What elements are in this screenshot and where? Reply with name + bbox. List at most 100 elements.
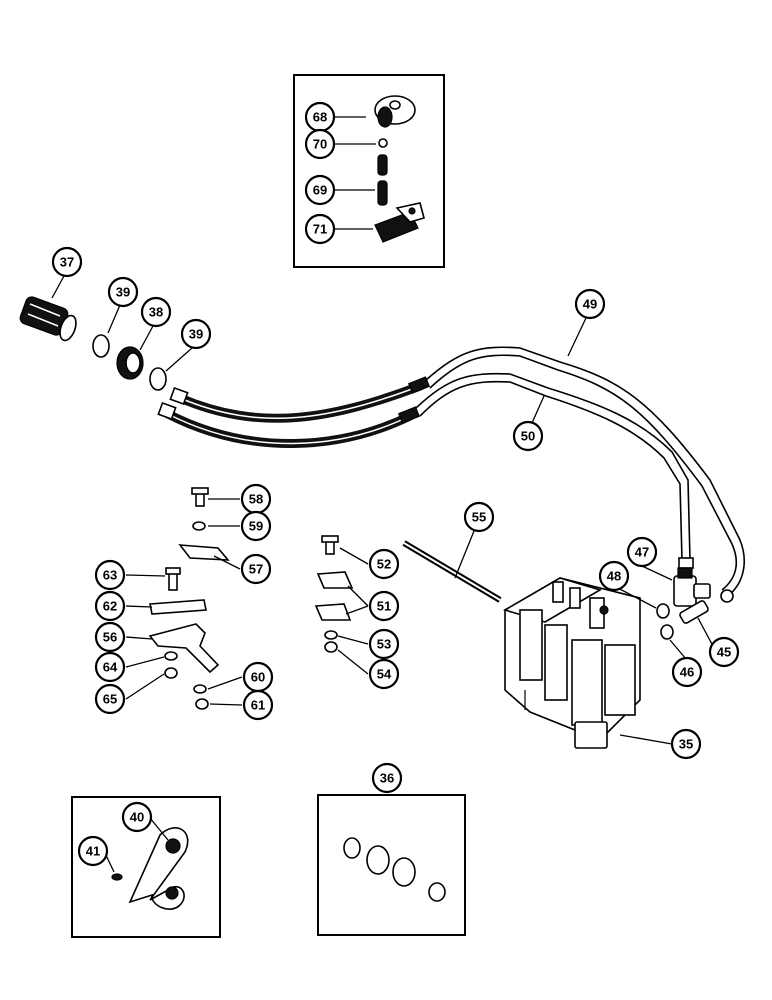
part-63-bolt [165, 567, 181, 591]
part-56-bracket [148, 623, 220, 674]
svg-text:61: 61 [251, 698, 265, 713]
callout-63: 63 [94, 559, 126, 591]
part-65-nut [164, 667, 178, 679]
callout-55: 55 [463, 501, 495, 533]
part-59-washer [192, 521, 206, 531]
callout-40: 40 [121, 801, 153, 833]
svg-text:69: 69 [313, 183, 327, 198]
inset-box-detent [293, 74, 445, 268]
callout-37: 37 [51, 246, 83, 278]
svg-text:70: 70 [313, 137, 327, 152]
part-51-clamp-upper [316, 571, 354, 589]
part-35-control-valve [503, 577, 641, 749]
part-55-rod [402, 540, 502, 603]
svg-text:54: 54 [377, 667, 392, 682]
callout-35: 35 [670, 728, 702, 760]
part-41-pin [111, 873, 123, 881]
svg-text:41: 41 [86, 844, 100, 859]
svg-text:49: 49 [583, 297, 597, 312]
callout-61: 61 [242, 689, 274, 721]
callout-52: 52 [368, 548, 400, 580]
callout-69: 69 [304, 174, 336, 206]
svg-text:48: 48 [607, 569, 621, 584]
part-46-oring [660, 624, 674, 640]
part-48-oring [656, 603, 670, 619]
callout-45: 45 [708, 636, 740, 668]
hose-pair [157, 376, 430, 448]
part-47-tee-fitting [673, 567, 711, 607]
svg-text:60: 60 [251, 670, 265, 685]
part-61-nut [195, 698, 209, 710]
svg-text:46: 46 [680, 665, 694, 680]
part-58-bolt [191, 487, 209, 507]
svg-text:45: 45 [717, 645, 731, 660]
part-70-ball [378, 138, 388, 148]
svg-text:53: 53 [377, 637, 391, 652]
part-39-ring-b [149, 367, 167, 391]
svg-text:62: 62 [103, 599, 117, 614]
callout-50: 50 [512, 420, 544, 452]
part-68-sleeve [374, 95, 416, 128]
part-36-seal-kit [343, 837, 446, 902]
inset-box-lever [71, 796, 221, 938]
callout-62: 62 [94, 590, 126, 622]
callout-39-a: 39 [107, 276, 139, 308]
tube-49 [425, 346, 746, 603]
tube-50 [415, 372, 694, 569]
callout-65: 65 [94, 683, 126, 715]
svg-text:50: 50 [521, 429, 535, 444]
callout-57: 57 [240, 553, 272, 585]
svg-text:47: 47 [635, 545, 649, 560]
leader-lines [51, 116, 715, 873]
callout-49: 49 [574, 288, 606, 320]
svg-text:36: 36 [380, 771, 394, 786]
svg-text:38: 38 [149, 305, 163, 320]
svg-text:35: 35 [679, 737, 693, 752]
part-69-spring [377, 154, 388, 206]
svg-text:40: 40 [130, 810, 144, 825]
callout-56: 56 [94, 621, 126, 653]
part-64-washer [164, 651, 178, 661]
part-71-clevis [374, 202, 425, 243]
svg-text:71: 71 [313, 222, 327, 237]
callout-38: 38 [140, 296, 172, 328]
part-39-ring-a [92, 334, 110, 358]
svg-text:56: 56 [103, 630, 117, 645]
svg-text:55: 55 [472, 510, 486, 525]
part-62-plate [149, 599, 207, 615]
callout-60: 60 [242, 661, 274, 693]
svg-text:39: 39 [189, 327, 203, 342]
callout-53: 53 [368, 628, 400, 660]
callout-39-b: 39 [180, 318, 212, 350]
svg-text:51: 51 [377, 599, 391, 614]
part-57-clamp [178, 544, 230, 561]
part-45-adapter [679, 600, 709, 624]
callout-46: 46 [671, 656, 703, 688]
svg-text:39: 39 [116, 285, 130, 300]
part-40-lever [128, 827, 189, 910]
part-51-clamp-lower [314, 603, 352, 621]
part-38-nut [116, 346, 144, 380]
svg-text:52: 52 [377, 557, 391, 572]
part-54-nut [324, 641, 338, 653]
svg-text:59: 59 [249, 519, 263, 534]
callout-47: 47 [626, 536, 658, 568]
callout-54: 54 [368, 658, 400, 690]
part-60-washer [193, 684, 207, 694]
svg-text:57: 57 [249, 562, 263, 577]
callout-68: 68 [304, 101, 336, 133]
svg-text:58: 58 [249, 492, 263, 507]
callout-59: 59 [240, 510, 272, 542]
callout-58: 58 [240, 483, 272, 515]
part-52-bolt [321, 535, 339, 555]
callout-71: 71 [304, 213, 336, 245]
callout-41: 41 [77, 835, 109, 867]
svg-text:68: 68 [313, 110, 327, 125]
part-53-washer [324, 630, 338, 640]
callout-70: 70 [304, 128, 336, 160]
svg-text:65: 65 [103, 692, 117, 707]
callout-36: 36 [371, 762, 403, 794]
svg-text:64: 64 [103, 660, 118, 675]
